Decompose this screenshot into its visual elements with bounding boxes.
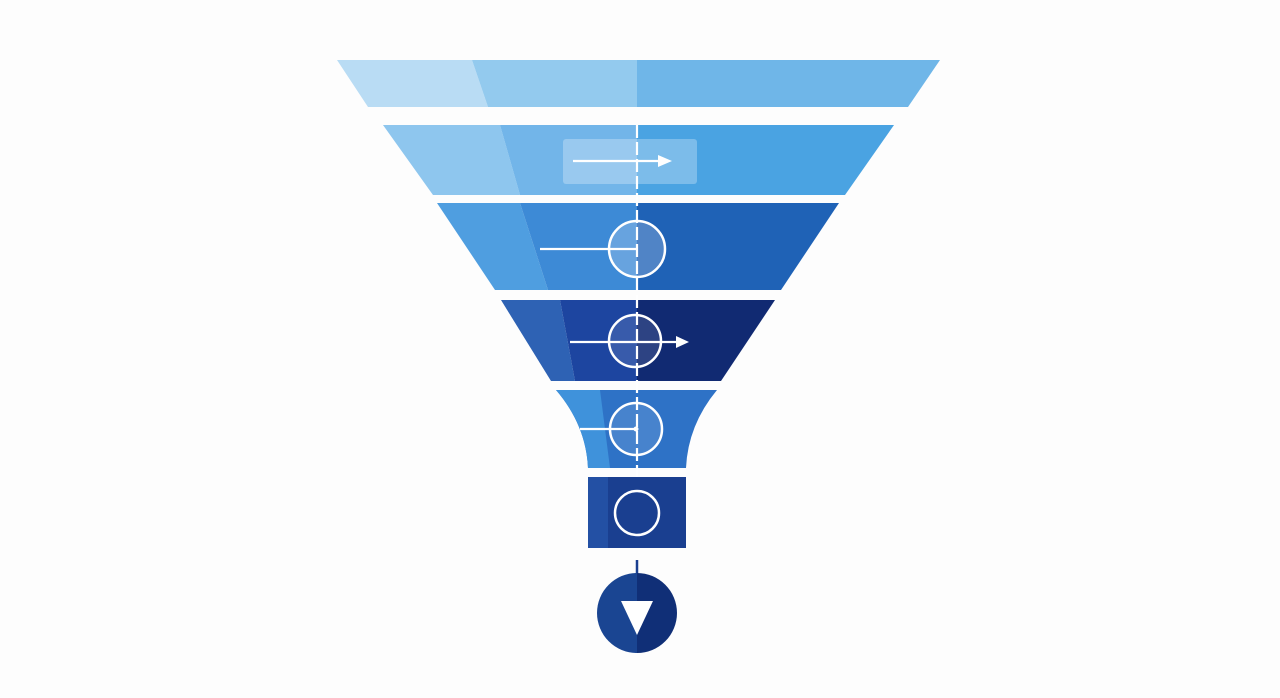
funnel-stage-3 [437,203,839,290]
arrow-box-arrow-head [658,155,672,167]
stage-2-mid-facet [500,125,637,195]
stage-1-right-facet [637,60,940,107]
stage-4-right-facet [637,300,775,381]
funnel-stage-5 [556,390,717,468]
stage-2-right-facet [637,125,894,195]
output-node [597,573,677,653]
output-circle-right [637,573,677,653]
down-triangle-icon [621,601,653,635]
stage-4-left-facet [501,300,575,381]
stage-1-left-facet [337,60,488,107]
funnel-stage-6 [588,477,686,548]
stage-2-left-facet [383,125,520,195]
funnel-stage-1 [337,60,940,107]
funnel-stage-2 [383,125,894,195]
stage-3-right-facet [637,203,839,290]
stage-3-left-facet [437,203,548,290]
stage-3-mid-facet [520,203,637,290]
stage-4-arrow-head [676,336,689,348]
stage-5-pointer-dot [633,426,639,432]
output-circle-left [597,573,637,653]
circle-icon [613,489,661,537]
stage-6-left-facet [588,477,608,548]
funnel-stage-4 [501,300,775,381]
stage-1-mid-facet [472,60,637,107]
